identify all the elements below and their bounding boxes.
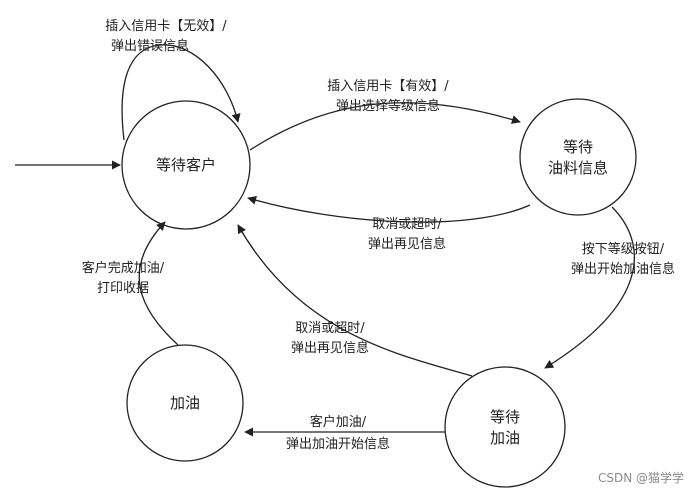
transition-cancel-timeout-1-label-line2: 弹出再见信息	[368, 236, 446, 252]
transition-cancel-timeout-1-label-line1: 取消或超时/	[372, 217, 442, 232]
transition-valid-card-arrow	[249, 102, 521, 151]
state-wait-customer: 等待客户	[121, 100, 251, 230]
state-wait-refuel-label-line2: 加油	[490, 429, 520, 447]
state-wait-fuel-info-label-line2: 油料信息	[548, 159, 608, 177]
transition-refuel-done-label-line1: 客户完成加油/	[82, 260, 165, 276]
state-wait-fuel-info-label-line1: 等待	[563, 138, 593, 156]
transition-cancel-timeout-2-arrow	[237, 224, 473, 377]
transition-cancel-timeout-2-label-line1: 取消或超时/	[295, 321, 365, 336]
transition-cancel-timeout-2-label-line2: 弹出再见信息	[291, 340, 369, 356]
transition-valid-card-label-line1: 插入信用卡【有效】/	[327, 79, 449, 94]
transition-cancel-timeout-1-arrow	[247, 195, 531, 223]
transition-press-grade-label-line1: 按下等级按钮/	[582, 241, 665, 257]
state-wait-refuel: 等待 加油	[444, 366, 566, 488]
state-refueling: 加油	[126, 344, 244, 462]
transition-invalid-card-arrow	[121, 44, 241, 141]
transition-customer-refuel-label-line2: 弹出加油开始信息	[286, 436, 390, 452]
transition-press-grade-label-line2: 弹出开始加油信息	[571, 261, 675, 277]
csdn-watermark: CSDN @猫学学	[598, 470, 684, 485]
state-wait-refuel-label-line1: 等待	[490, 408, 520, 426]
state-refueling-label: 加油	[170, 394, 200, 412]
transition-press-grade-arrow	[544, 206, 635, 369]
transition-refuel-done-arrow	[138, 221, 179, 346]
state-wait-customer-label: 等待客户	[156, 156, 216, 174]
transition-invalid-card-label-line2: 弹出错误信息	[111, 38, 189, 54]
transition-customer-refuel-label-line1: 客户加油/	[310, 414, 367, 430]
transition-invalid-card-label-line1: 插入信用卡【无效】/	[105, 19, 227, 34]
state-wait-fuel-info: 等待 油料信息	[519, 98, 637, 216]
transition-valid-card-label-line2: 弹出选择等级信息	[336, 98, 440, 114]
transition-refuel-done-label-line2: 打印收据	[97, 281, 149, 296]
